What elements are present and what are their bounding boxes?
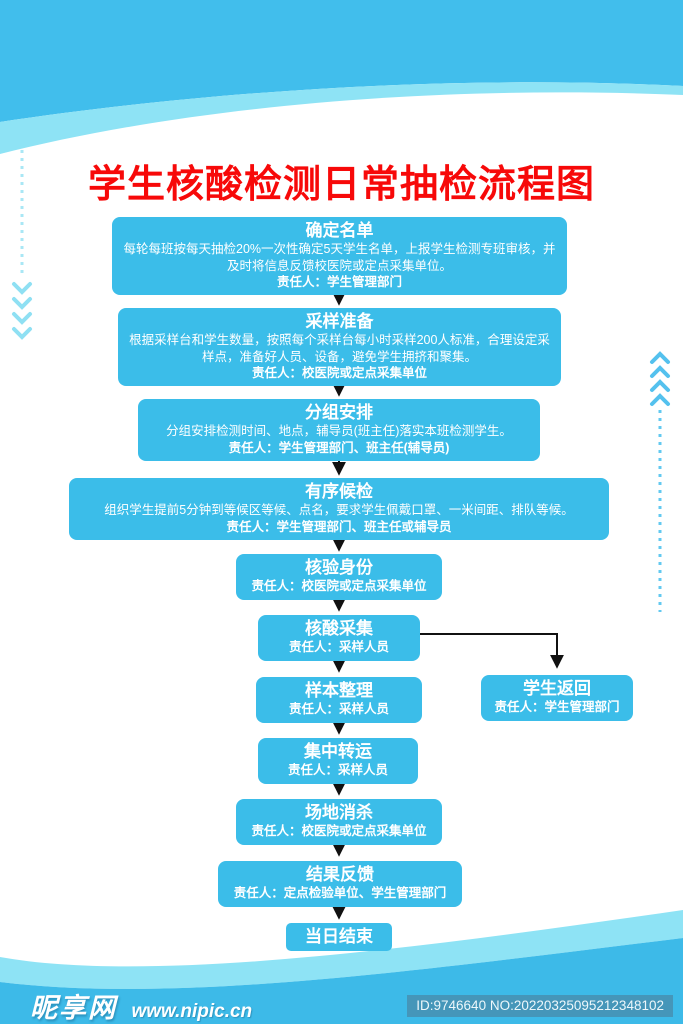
step-title: 结果反馈 xyxy=(306,865,374,884)
step-sample-sorting: 样本整理 责任人：采样人员 xyxy=(256,677,422,723)
step-grouping: 分组安排 分组安排检测时间、地点，辅导员(班主任)落实本班检测学生。 责任人：学… xyxy=(138,399,540,462)
step-central-transfer: 集中转运 责任人：采样人员 xyxy=(258,738,418,784)
top-band-light xyxy=(0,82,683,154)
step-desc: 根据采样台和学生数量，按照每个采样台每小时采样200人标准，合理设定采样点，准备… xyxy=(129,333,550,364)
step-title: 场地消杀 xyxy=(305,803,373,822)
step-responsible: 责任人：采样人员 xyxy=(288,702,389,717)
down-chevrons-icon xyxy=(12,282,32,340)
step-sampling-prep: 采样准备 根据采样台和学生数量，按照每个采样台每小时采样200人标准，合理设定采… xyxy=(118,308,561,387)
step-responsible: 责任人：学生管理部门、班主任或辅导员 xyxy=(226,519,452,534)
step-desc: 组织学生提前5分钟到等候区等候、点名，要求学生佩戴口罩、一米间距、排队等候。 xyxy=(104,503,574,518)
step-title: 采样准备 xyxy=(305,312,374,331)
step-responsible: 责任人：学生管理部门 xyxy=(276,274,402,289)
step-responsible: 责任人：学生管理部门 xyxy=(494,700,620,715)
step-title: 学生返回 xyxy=(523,679,591,698)
up-chevrons-icon xyxy=(650,351,670,406)
step-desc: 每轮每班按每天抽检20%一次性确定5天学生名单，上报学生检测专班审核，并及时将信… xyxy=(123,242,556,273)
step-title: 有序候检 xyxy=(305,482,373,501)
bottom-band-light xyxy=(0,910,683,990)
branch-arrow xyxy=(420,633,564,669)
step-responsible: 责任人：校医院或定点采集单位 xyxy=(251,824,427,839)
site-url: www.nipic.cn xyxy=(131,1001,253,1022)
step-title: 确定名单 xyxy=(305,221,374,240)
step-responsible: 责任人：采样人员 xyxy=(288,640,389,655)
step-responsible: 责任人：定点检验单位、学生管理部门 xyxy=(233,886,447,901)
step-day-end: 当日结束 xyxy=(286,923,392,952)
step-responsible: 责任人：学生管理部门、班主任(辅导员) xyxy=(228,440,450,455)
step-desc: 分组安排检测时间、地点，辅导员(班主任)落实本班检测学生。 xyxy=(166,424,512,439)
step-title: 核酸采集 xyxy=(305,619,373,638)
step-responsible: 责任人：校医院或定点采集单位 xyxy=(251,365,427,380)
step-title: 当日结束 xyxy=(305,927,373,946)
branch-student-return: 学生返回 责任人：学生管理部门 xyxy=(481,675,633,721)
step-result-feedback: 结果反馈 责任人：定点检验单位、学生管理部门 xyxy=(218,861,462,907)
step-title: 核验身份 xyxy=(305,558,373,577)
site-watermark: 昵享网 www.nipic.cn xyxy=(30,986,252,1024)
page-title: 学生核酸检测日常抽检流程图 xyxy=(87,164,595,206)
step-identity-check: 核验身份 责任人：校医院或定点采集单位 xyxy=(236,554,442,600)
step-responsible: 责任人：采样人员 xyxy=(287,763,388,778)
site-logo: 昵享网 xyxy=(30,993,117,1023)
step-nucleic-collection: 核酸采集 责任人：采样人员 xyxy=(258,615,420,661)
step-site-disinfection: 场地消杀 责任人：校医院或定点采集单位 xyxy=(236,799,442,845)
image-id-plate: ID:9746640 NO:20220325095212348102 xyxy=(407,995,673,1017)
step-title: 集中转运 xyxy=(304,742,372,761)
step-title: 分组安排 xyxy=(305,403,373,422)
step-confirm-list: 确定名单 每轮每班按每天抽检20%一次性确定5天学生名单，上报学生检测专班审核，… xyxy=(112,217,567,296)
top-band-dark xyxy=(0,0,683,122)
step-title: 样本整理 xyxy=(305,681,373,700)
step-orderly-waiting: 有序候检 组织学生提前5分钟到等候区等候、点名，要求学生佩戴口罩、一米间距、排队… xyxy=(69,478,609,541)
step-responsible: 责任人：校医院或定点采集单位 xyxy=(251,579,427,594)
